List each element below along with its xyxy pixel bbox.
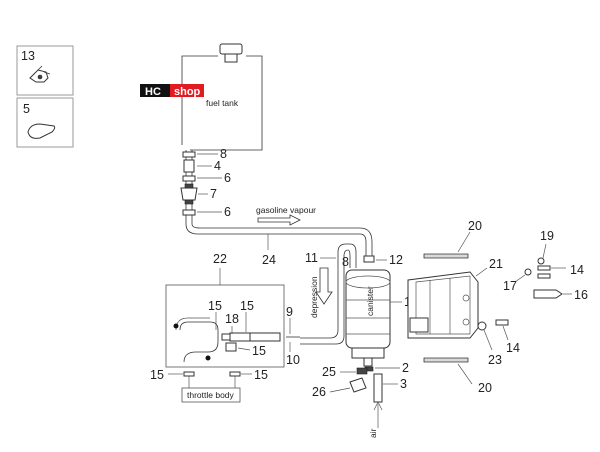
detail-box-22 (165, 284, 285, 368)
label-throttle-body: throttle body (187, 390, 235, 400)
callout-15-c: 15 (252, 344, 266, 358)
callout-6-upper: 6 (224, 171, 231, 185)
callout-15-b: 15 (240, 299, 254, 313)
hc-shop-logo: HC shop (140, 84, 204, 98)
callout-15-d: 15 (150, 368, 164, 382)
logo-shop: shop (174, 86, 201, 98)
inset-box-13 (16, 45, 74, 96)
plug-25 (356, 367, 368, 375)
screws-14-top (537, 265, 551, 279)
callout-14-lower: 14 (506, 341, 520, 355)
label-fuel-tank: fuel tank (206, 98, 239, 108)
leader-14b (502, 325, 509, 341)
callout-19: 19 (540, 229, 554, 243)
throttle-body-connectors (183, 371, 241, 388)
callout-6-lower: 6 (224, 205, 231, 219)
vapour-hose-24 (185, 223, 373, 258)
logo-hc: HC (145, 86, 161, 98)
hose-assembly-22 (173, 317, 300, 363)
callout-17: 17 (503, 279, 517, 293)
callout-21: 21 (489, 257, 503, 271)
callout-8-right: 8 (342, 255, 349, 269)
clip-13-icon (29, 65, 51, 83)
callout-25: 25 (322, 365, 336, 379)
canister-1 (345, 269, 391, 367)
callout-18: 18 (225, 312, 239, 326)
callout-4: 4 (214, 159, 221, 173)
callout-2: 2 (402, 361, 409, 375)
label-air: air (368, 428, 378, 438)
callout-9: 9 (286, 305, 293, 319)
callout-10: 10 (286, 353, 300, 367)
screw-14-lower (495, 319, 509, 326)
callout-26: 26 (312, 385, 326, 399)
leader-19 (542, 243, 547, 259)
callout-16: 16 (574, 288, 588, 302)
callout-12: 12 (389, 253, 403, 267)
callout-22: 22 (213, 252, 227, 266)
nut-17 (524, 268, 532, 276)
callout-5: 5 (23, 102, 30, 116)
leader-20b (457, 363, 473, 385)
leader-15c (237, 347, 251, 351)
callout-3: 3 (400, 377, 407, 391)
fuel-tank (181, 43, 263, 151)
arrow-gasoline-vapour (257, 214, 301, 226)
band-20-lower (423, 357, 469, 363)
pipe-3 (373, 373, 383, 403)
callout-15-e: 15 (254, 368, 268, 382)
canister-bracket-21 (407, 271, 479, 339)
callout-20-upper: 20 (468, 219, 482, 233)
label-depression: depression (309, 276, 319, 318)
bracket-26 (349, 377, 367, 393)
callout-11: 11 (305, 251, 318, 265)
callout-8-top: 8 (220, 147, 227, 161)
bracket-5-icon (27, 123, 56, 139)
band-20-upper (423, 253, 469, 259)
inset-box-5 (16, 97, 74, 148)
leader-20a (457, 231, 471, 253)
callout-7: 7 (210, 187, 217, 201)
callout-14-top: 14 (570, 263, 584, 277)
arrow-depression (315, 267, 333, 305)
callout-20-lower: 20 (478, 381, 492, 395)
depression-hose-11 (300, 243, 357, 345)
air-arrow (373, 401, 383, 411)
washer-19 (537, 257, 545, 265)
tank-hose-assembly (180, 150, 198, 224)
leader-21 (475, 267, 488, 277)
label-gasoline-vapour: gasoline vapour (256, 205, 316, 215)
throttle-body-box (181, 387, 241, 403)
grommet-23 (477, 321, 487, 331)
callout-13: 13 (21, 49, 35, 63)
leader-17 (514, 274, 526, 283)
callout-23: 23 (488, 353, 502, 367)
bolt-16 (533, 289, 563, 299)
label-canister: canister (365, 286, 375, 316)
clamp-12 (363, 255, 375, 263)
leader-23 (483, 329, 493, 351)
callout-15-a: 15 (208, 299, 222, 313)
leader-26 (329, 387, 351, 393)
callout-24: 24 (262, 253, 276, 267)
